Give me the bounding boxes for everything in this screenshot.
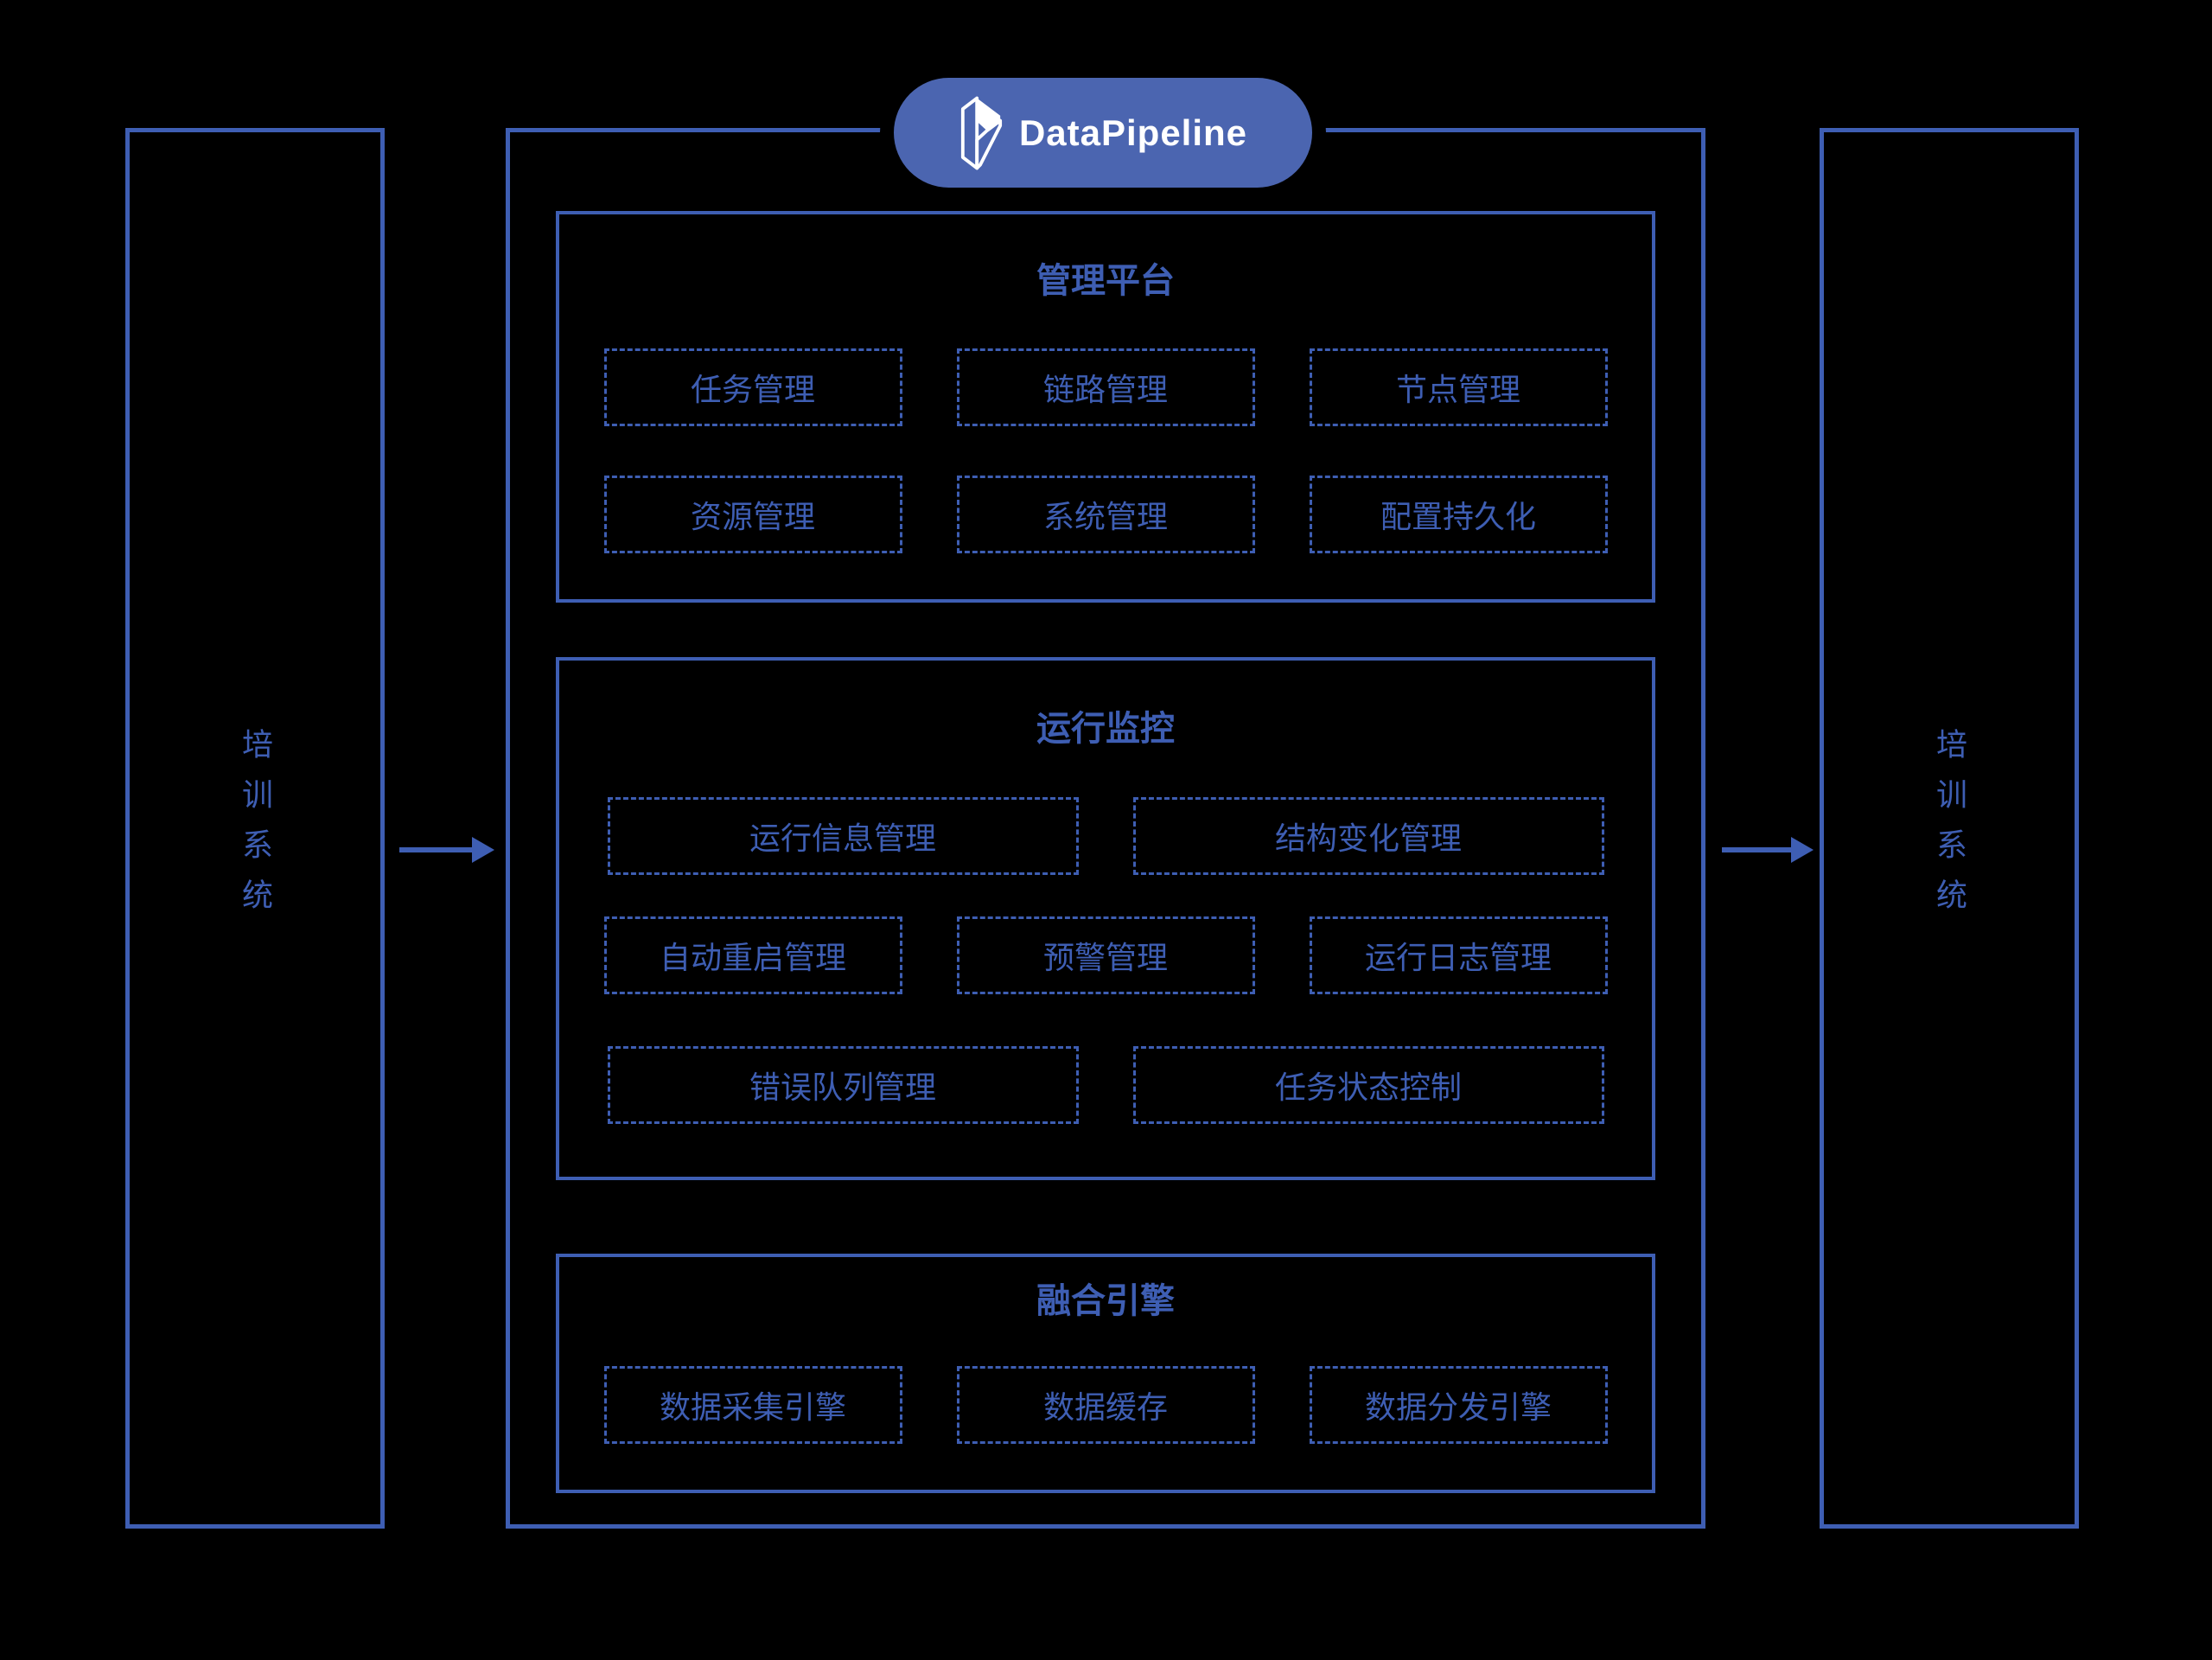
datapipeline-logo-text: DataPipeline	[1018, 112, 1248, 153]
box-runtime-info-management: 运行信息管理	[607, 797, 1079, 875]
box-data-cache: 数据缓存	[956, 1366, 1255, 1444]
box-error-queue-management-label: 错误队列管理	[749, 1069, 936, 1105]
box-runtime-log-management-label: 运行日志管理	[1364, 940, 1552, 975]
section-title-fusion-engine: 融合引擎	[1036, 1282, 1175, 1320]
box-system-management: 系统管理	[956, 476, 1255, 553]
management-platform-row-1: 任务管理 链路管理 节点管理	[559, 348, 1652, 426]
left-training-system-box: 培训系统	[125, 128, 385, 1529]
datapipeline-logo-pill: DataPipeline	[894, 78, 1312, 188]
section-title-runtime-monitoring: 运行监控	[1036, 710, 1175, 748]
flow-arrow-left-icon	[472, 837, 494, 863]
section-fusion-engine: 融合引擎 数据采集引擎 数据缓存 数据分发引擎	[556, 1254, 1655, 1493]
box-auto-restart-management: 自动重启管理	[603, 916, 902, 994]
box-auto-restart-management-label: 自动重启管理	[659, 940, 846, 975]
box-config-persistence-label: 配置持久化	[1380, 499, 1536, 534]
management-platform-row-2: 资源管理 系统管理 配置持久化	[559, 476, 1652, 553]
box-task-status-control: 任务状态控制	[1132, 1046, 1604, 1124]
flow-arrow-left-line	[399, 847, 475, 852]
section-management-platform: 管理平台 任务管理 链路管理 节点管理 资源管理 系统管理 配置持久化	[556, 211, 1655, 603]
box-error-queue-management: 错误队列管理	[607, 1046, 1079, 1124]
right-training-system-box: 培训系统	[1820, 128, 2079, 1529]
box-pipeline-management-label: 链路管理	[1042, 372, 1168, 407]
box-node-management: 节点管理	[1309, 348, 1608, 426]
box-data-distribution-engine: 数据分发引擎	[1309, 1366, 1608, 1444]
box-alert-management-label: 预警管理	[1042, 940, 1168, 975]
box-task-management: 任务管理	[603, 348, 902, 426]
right-training-system-label: 培训系统	[1932, 728, 1967, 929]
box-config-persistence: 配置持久化	[1309, 476, 1608, 553]
box-schema-change-management-label: 结构变化管理	[1274, 820, 1462, 856]
box-runtime-info-management-label: 运行信息管理	[749, 820, 936, 856]
box-data-collection-engine: 数据采集引擎	[603, 1366, 902, 1444]
runtime-monitoring-row-2: 自动重启管理 预警管理 运行日志管理	[559, 916, 1652, 994]
box-schema-change-management: 结构变化管理	[1132, 797, 1604, 875]
datapipeline-container: 管理平台 任务管理 链路管理 节点管理 资源管理 系统管理 配置持久化 运行监控…	[506, 128, 1705, 1529]
box-data-collection-engine-label: 数据采集引擎	[659, 1389, 846, 1425]
box-pipeline-management: 链路管理	[956, 348, 1255, 426]
box-resource-management-label: 资源管理	[690, 499, 815, 534]
box-runtime-log-management: 运行日志管理	[1309, 916, 1608, 994]
runtime-monitoring-row-1: 运行信息管理 结构变化管理	[559, 797, 1652, 875]
flow-arrow-right-line	[1722, 847, 1794, 852]
fusion-engine-row-1: 数据采集引擎 数据缓存 数据分发引擎	[559, 1366, 1652, 1444]
left-training-system-label: 培训系统	[238, 728, 273, 929]
box-task-status-control-label: 任务状态控制	[1274, 1069, 1462, 1105]
datapipeline-3d-mark-icon	[960, 96, 1003, 169]
box-resource-management: 资源管理	[603, 476, 902, 553]
flow-arrow-right-icon	[1791, 837, 1814, 863]
box-system-management-label: 系统管理	[1042, 499, 1168, 534]
box-task-management-label: 任务管理	[690, 372, 815, 407]
section-runtime-monitoring: 运行监控 运行信息管理 结构变化管理 自动重启管理 预警管理 运行日志管理 错误…	[556, 657, 1655, 1180]
runtime-monitoring-row-3: 错误队列管理 任务状态控制	[559, 1046, 1652, 1124]
box-alert-management: 预警管理	[956, 916, 1255, 994]
section-title-management-platform: 管理平台	[1036, 262, 1175, 300]
box-data-cache-label: 数据缓存	[1042, 1389, 1168, 1425]
box-data-distribution-engine-label: 数据分发引擎	[1364, 1389, 1552, 1425]
box-node-management-label: 节点管理	[1395, 372, 1520, 407]
